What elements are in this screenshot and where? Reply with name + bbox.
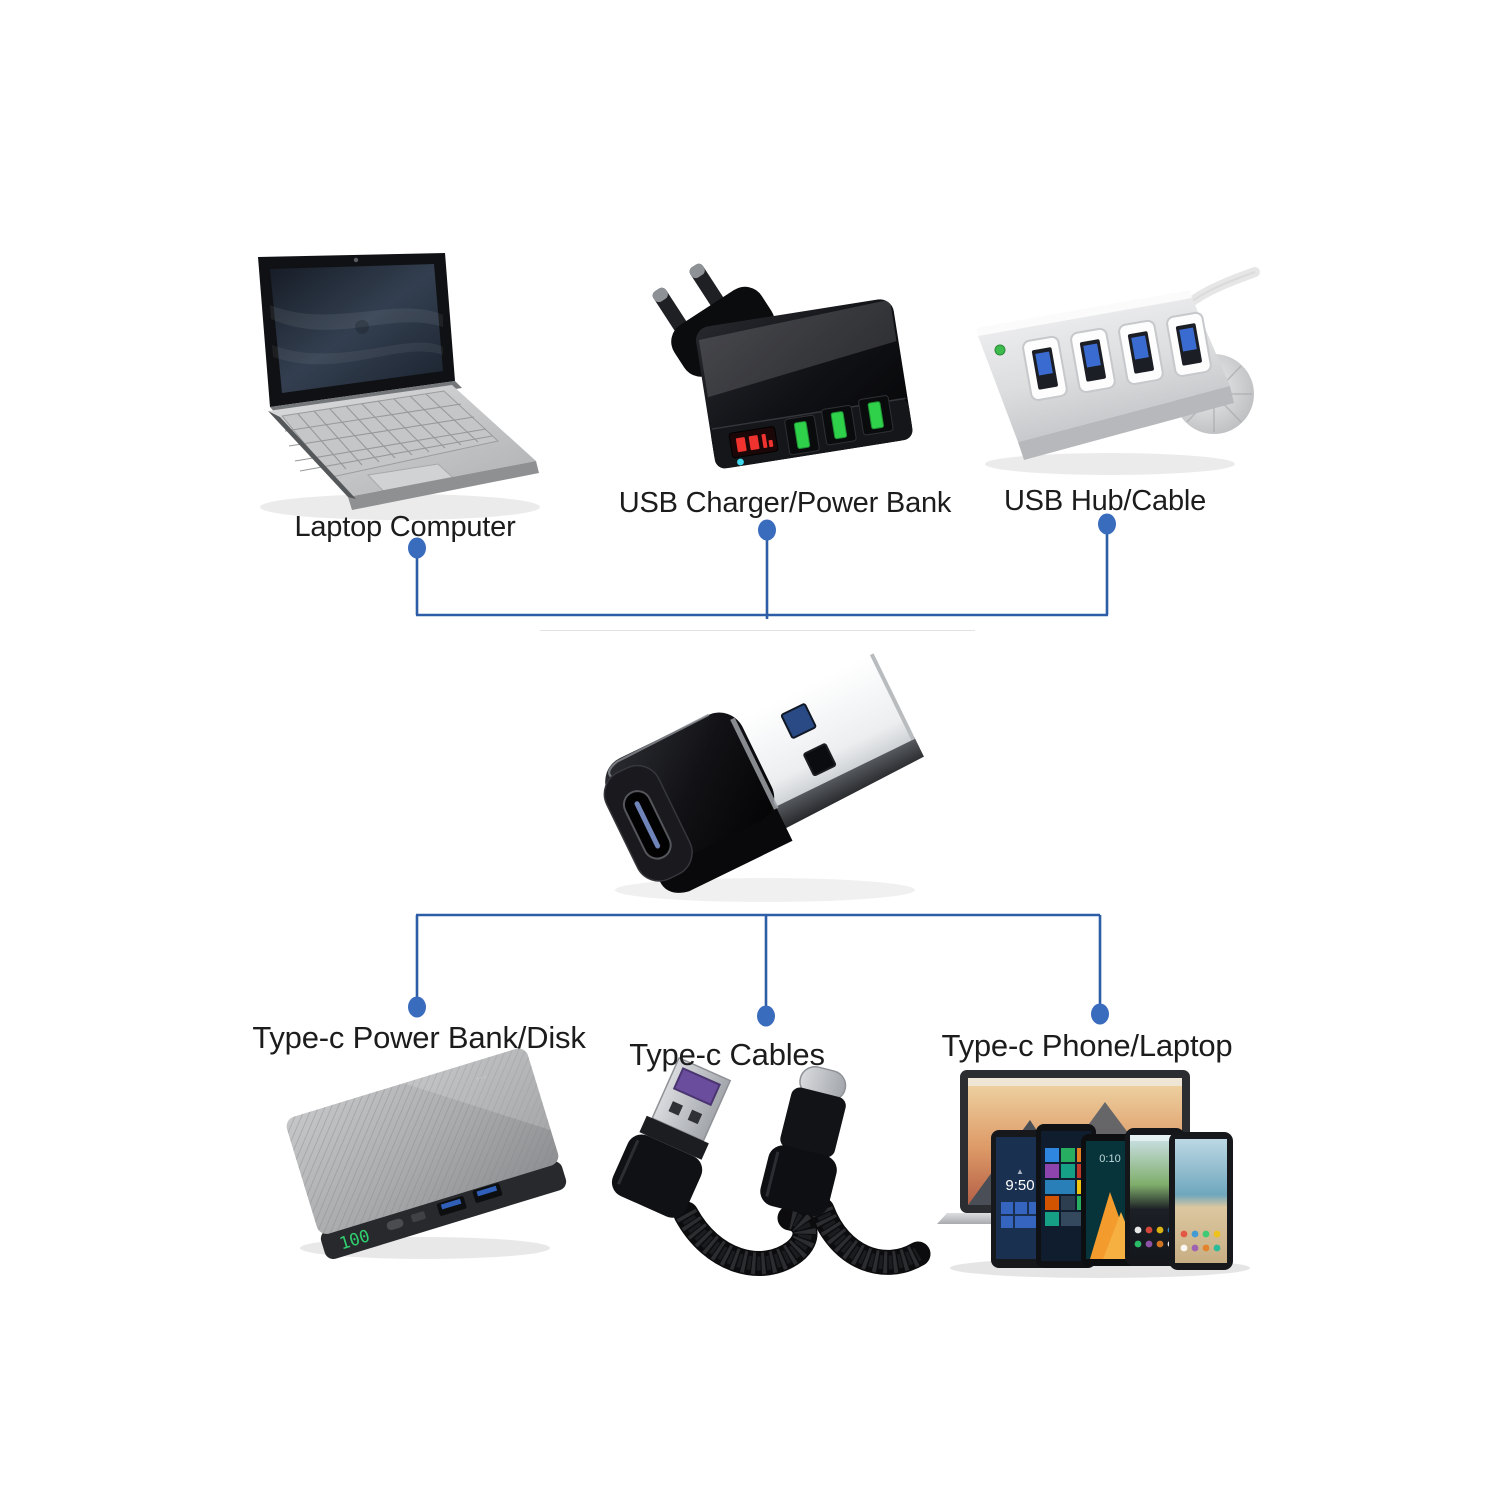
- usb-a-hole-black: [803, 743, 837, 777]
- dot-hub: [1098, 513, 1116, 535]
- keyboard-grid: [284, 393, 493, 472]
- gloss-highlight: [698, 299, 897, 398]
- label-type-c-phone-laptop: Type-c Phone/Laptop: [941, 1028, 1233, 1063]
- bottom-bracket: [415, 913, 1102, 1009]
- purple-insert: [672, 1067, 721, 1107]
- label-laptop-computer: Laptop Computer: [294, 511, 516, 543]
- dot-charger: [758, 519, 776, 541]
- hub-shadow: [985, 453, 1235, 475]
- laptop-computer-image: [258, 253, 540, 520]
- power-led: [994, 344, 1006, 356]
- top-bracket-dots: [408, 513, 1116, 559]
- hub-bottom-face: [1018, 386, 1234, 460]
- app-icons-2: [1180, 1230, 1221, 1252]
- type-c-cables-image: [611, 1056, 931, 1276]
- micro-usb-port: [410, 1211, 426, 1223]
- laptop-shadow: [260, 494, 540, 520]
- dot-cables: [757, 1005, 775, 1027]
- usb-charger-image: [652, 263, 913, 469]
- menu-bar: [968, 1078, 1182, 1086]
- label-usb-hub: USB Hub/Cable: [1003, 485, 1207, 517]
- dot-laptop: [408, 537, 426, 559]
- phone-nexus-5x: [1169, 1132, 1233, 1270]
- usb-ports: [784, 395, 894, 456]
- hub-usb-ports: [1022, 311, 1212, 401]
- svg-text:▲: ▲: [1016, 1167, 1024, 1176]
- usb-a-plug: [726, 655, 914, 810]
- usb-c-to-usb-a-adapter-image: [603, 653, 924, 902]
- usb-a-hole-blue: [780, 703, 817, 739]
- adapter-body-side: [656, 802, 793, 893]
- status-led: [737, 458, 744, 466]
- usb-a-out-ports: [436, 1183, 503, 1216]
- type-c-port: [386, 1218, 404, 1231]
- charger-body: [696, 299, 913, 469]
- usb-a-connector: [611, 1056, 732, 1218]
- svg-text:0:10: 0:10: [1099, 1153, 1120, 1165]
- display-segments: [735, 433, 774, 453]
- top-bracket: [415, 525, 1109, 619]
- brand-mark: ···: [474, 1071, 487, 1085]
- type-c-devices-image: 9:50 ▲ 0:10: [937, 1070, 1250, 1278]
- phone-clock: 9:50: [1005, 1177, 1034, 1194]
- bottom-bracket-dots: [408, 996, 1109, 1027]
- type-c-power-bank-image: ··· 100: [286, 1046, 567, 1260]
- laptop-screen: [270, 264, 443, 393]
- webcam-dot: [353, 257, 359, 263]
- label-usb-charger: USB Charger/Power Bank: [618, 487, 952, 519]
- dot-power-bank: [408, 996, 426, 1018]
- usb-c-overmold: [760, 1145, 837, 1217]
- dot-phone-laptop: [1091, 1003, 1109, 1025]
- usb-c-connector: [760, 1065, 847, 1217]
- usb-a-overmold: [611, 1134, 703, 1218]
- laptop-left-edge: [268, 411, 356, 499]
- label-type-c-cables: Type-c Cables: [629, 1037, 825, 1072]
- laptop-front-edge: [348, 461, 539, 510]
- usb-hub-image: [976, 267, 1260, 475]
- photo-edge-line: [540, 630, 975, 631]
- label-type-c-power-bank: Type-c Power Bank/Disk: [252, 1020, 586, 1055]
- collar-rim: [730, 717, 779, 810]
- usb-a-side-face: [765, 736, 924, 833]
- hub-top-edge: [976, 290, 1192, 336]
- usb-c-tongue: [634, 801, 661, 849]
